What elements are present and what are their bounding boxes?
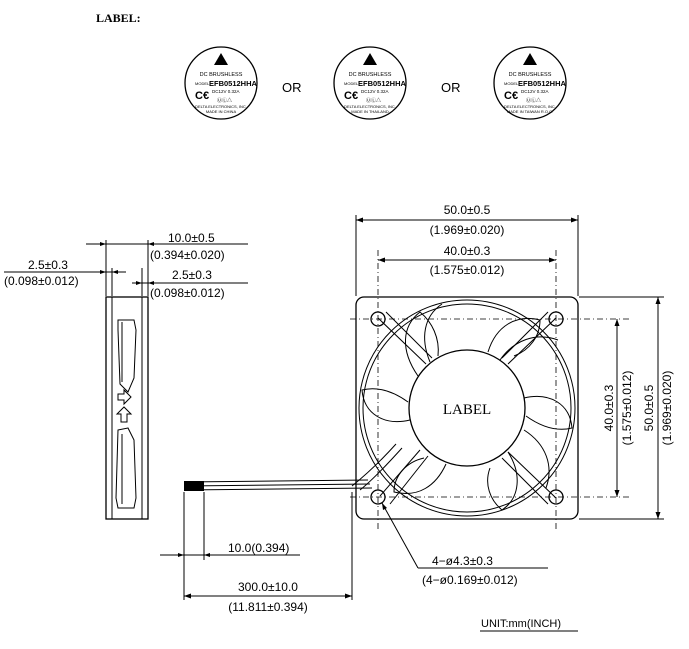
delta-logo-icon [214, 53, 228, 65]
housing-ring [358, 299, 576, 517]
label-heading: LABEL: [96, 11, 141, 25]
dim-left-flange-in: (0.098±0.012) [4, 274, 79, 288]
dim-holes-mm: 4−ø4.3±0.3 [432, 554, 493, 568]
side-blade-lower [115, 427, 137, 509]
lead-dimensions: 10.0(0.394) 300.0±10.0 (11.811±0.394) [160, 492, 353, 614]
label-model-prefix: MODEL [504, 81, 519, 86]
dim-v-hole-mm: 40.0±0.3 [602, 384, 616, 431]
label-rating: DC12V 0.32A [212, 89, 240, 94]
label-origin: MADE IN CHINA [206, 109, 237, 114]
lead-wires [183, 443, 403, 491]
center-lines [350, 250, 630, 530]
airflow-arrow-icon [117, 388, 132, 406]
label-model: EFB0512HHA [209, 79, 258, 88]
delta-logo-icon [523, 53, 537, 65]
side-view [105, 296, 149, 520]
dim-lead-in: (11.811±0.394) [228, 600, 308, 614]
label-ring: DELTA ELECTRONICS, INC. [195, 104, 247, 109]
cert-marks-icon: ⓊⓁ△ [526, 97, 541, 104]
label-ring: DELTA ELECTRONICS, INC. [344, 104, 396, 109]
label-ring: DELTA ELECTRONICS, INC. [504, 104, 556, 109]
ce-mark-icon: C€ [344, 90, 358, 102]
dim-strip-length: 10.0(0.394) [228, 541, 289, 555]
front-view: LABEL [350, 250, 630, 530]
label-origin: MADE IN TAIWAN R.O.C. [507, 109, 553, 114]
rotation-arrow-icon [115, 406, 133, 423]
dim-thickness-mm: 10.0±0.5 [168, 231, 215, 245]
dim-v-hole-in: (1.575±0.012) [620, 371, 634, 446]
fan-hub [408, 349, 526, 467]
label-option-1: DC BRUSHLESS MODEL EFB0512HHA C€ DC12V 0… [184, 46, 258, 120]
label-origin: MADE IN THAILAND [351, 109, 389, 114]
dim-width-mm: 50.0±0.5 [444, 203, 491, 217]
dim-hole-spacing-mm: 40.0±0.3 [444, 244, 491, 258]
fan-blades [361, 303, 573, 511]
label-line1: DC BRUSHLESS [349, 72, 392, 78]
or-text-2: OR [441, 80, 461, 95]
dim-right-flange-mm: 2.5±0.3 [172, 268, 212, 282]
delta-logo-icon [363, 53, 377, 65]
label-option-2: DC BRUSHLESS MODEL EFB0512HHA C€ DC12V 0… [333, 46, 407, 120]
label-rating: DC12V 0.32A [521, 89, 549, 94]
dim-thickness-in: (0.394±0.020) [150, 248, 225, 262]
dim-right-flange-in: (0.098±0.012) [150, 286, 225, 300]
side-frame [105, 296, 149, 520]
ce-mark-icon: C€ [504, 90, 518, 102]
label-line1: DC BRUSHLESS [200, 72, 243, 78]
label-model: EFB0512HHA [358, 79, 407, 88]
ce-mark-icon: C€ [195, 90, 209, 102]
cert-marks-icon: ⓊⓁ△ [366, 97, 381, 104]
frame-struts [377, 311, 557, 505]
dim-holes-in: (4−ø0.169±0.012) [422, 573, 518, 587]
label-line1: DC BRUSHLESS [509, 72, 552, 78]
fan-frame [355, 296, 579, 520]
dim-v-width-mm: 50.0±0.5 [642, 384, 656, 431]
side-dimensions: 10.0±0.5 (0.394±0.020) 2.5±0.3 (0.098±0.… [4, 231, 248, 300]
or-text-1: OR [282, 80, 302, 95]
label-model-prefix: MODEL [195, 81, 210, 86]
label-model-prefix: MODEL [344, 81, 359, 86]
unit-note: UNIT:mm(INCH) [481, 618, 561, 630]
dim-width-in: (1.969±0.020) [430, 223, 505, 237]
side-blade-upper [117, 319, 137, 393]
label-option-3: DC BRUSHLESS MODEL EFB0512HHA C€ DC12V 0… [493, 46, 567, 120]
cert-marks-icon: ⓊⓁ△ [217, 97, 232, 104]
dim-lead-mm: 300.0±10.0 [238, 580, 298, 594]
dim-left-flange-mm: 2.5±0.3 [28, 258, 68, 272]
center-label: LABEL [443, 402, 491, 418]
front-dimensions: 50.0±0.5 (1.969±0.020) 40.0±0.3 (1.575±0… [355, 203, 674, 587]
dim-v-width-in: (1.969±0.020) [660, 371, 674, 446]
dim-hole-spacing-in: (1.575±0.012) [430, 263, 505, 277]
label-model: EFB0512HHA [518, 79, 567, 88]
label-rating: DC12V 0.32A [361, 89, 389, 94]
